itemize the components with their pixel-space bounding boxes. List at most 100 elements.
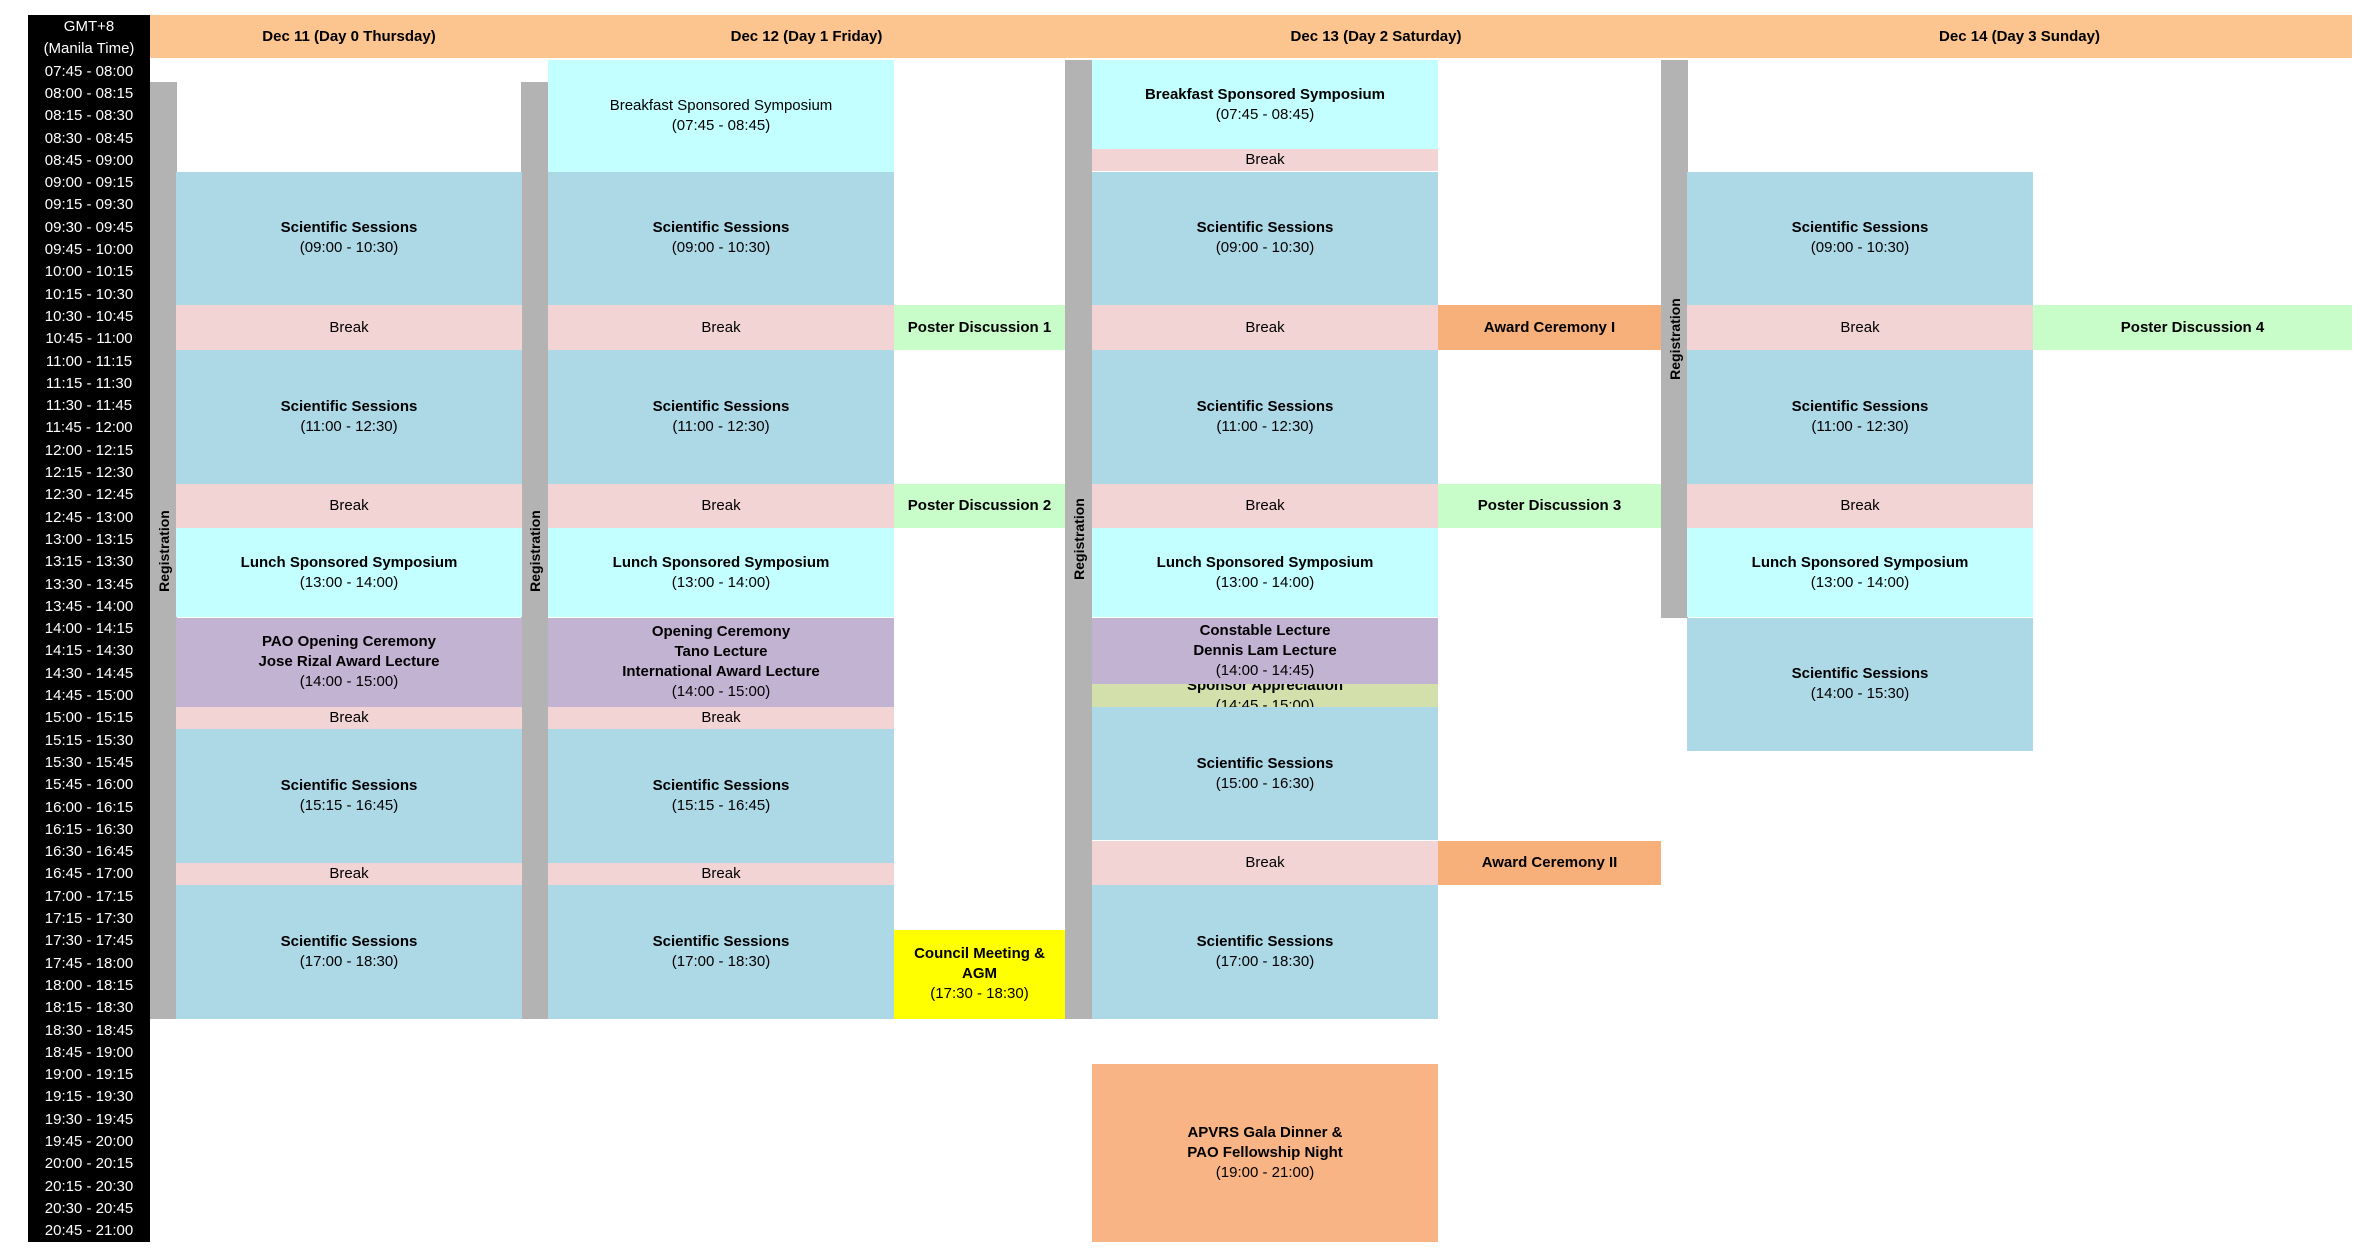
- break-block: Break: [176, 862, 522, 886]
- time-slot: 15:00 - 15:15: [44, 709, 134, 727]
- session-block: Scientific Sessions (17:00 - 18:30): [1092, 885, 1438, 1019]
- time-slot: 13:45 - 14:00: [44, 597, 134, 615]
- session-block: Scientific Sessions(14:00 - 15:30): [1687, 617, 2033, 752]
- council-block: Council Meeting & AGM(17:30 - 18:30): [894, 929, 1065, 1019]
- event-time: (11:00 - 12:30): [1216, 417, 1314, 435]
- time-slot: 14:15 - 14:30: [44, 642, 134, 660]
- break-block: Break: [176, 483, 522, 529]
- time-slot: 07:45 - 08:00: [44, 62, 134, 80]
- break-block: Break: [1687, 483, 2033, 529]
- time-slot: 17:15 - 17:30: [44, 910, 134, 928]
- event-title: Scientific Sessions: [280, 776, 418, 794]
- event-time: (14:45 - 15:00): [1215, 696, 1315, 707]
- session-block: Scientific Sessions (17:00 - 18:30): [176, 885, 522, 1019]
- event-time: (13:00 - 14:00): [299, 573, 399, 591]
- break-block: Break: [1092, 840, 1438, 886]
- registration-bar: Registration: [521, 82, 548, 1019]
- time-slot: 18:15 - 18:30: [44, 999, 134, 1017]
- time-slot: 14:45 - 15:00: [44, 687, 134, 705]
- event-time: (11:00 - 12:30): [300, 417, 398, 435]
- time-slot: 16:30 - 16:45: [44, 843, 134, 861]
- time-slot: 08:00 - 08:15: [44, 84, 134, 102]
- event-title: Breakfast Sponsored Symposium: [1144, 85, 1386, 103]
- event-title: Break: [329, 496, 369, 514]
- time-slot: 09:30 - 09:45: [44, 218, 134, 236]
- break-block: Break: [1092, 305, 1438, 350]
- session-block: Scientific Sessions(15:00 - 16:30): [1092, 706, 1438, 841]
- timezone-line2: (Manila Time): [43, 39, 135, 57]
- event-title: Break: [1245, 496, 1285, 514]
- time-slot: 14:30 - 14:45: [44, 664, 134, 682]
- event-title: Lunch Sponsored Symposium: [612, 553, 830, 571]
- event-title: Break: [329, 864, 369, 882]
- award-block: Award Ceremony I: [1438, 305, 1661, 350]
- event-title: Scientific Sessions: [652, 776, 790, 794]
- time-slot: 16:45 - 17:00: [44, 865, 134, 883]
- time-slot: 09:00 - 09:15: [44, 174, 134, 192]
- event-title: Scientific Sessions: [1791, 397, 1929, 415]
- time-slot: 12:00 - 12:15: [44, 441, 134, 459]
- event-time: (17:00 - 18:30): [1215, 952, 1315, 970]
- ceremony-block: Opening Ceremony Tano Lecture Internatio…: [548, 617, 894, 707]
- event-title: Poster Discussion 4: [2120, 318, 2265, 336]
- event-time: (09:00 - 10:30): [1215, 239, 1315, 257]
- time-slot: 08:15 - 08:30: [44, 107, 134, 125]
- time-slot: 15:45 - 16:00: [44, 776, 134, 794]
- event-time: (15:15 - 16:45): [299, 796, 399, 814]
- time-slot: 18:30 - 18:45: [44, 1021, 134, 1039]
- poster-block: Poster Discussion 1: [894, 305, 1065, 350]
- day-header-1: Dec 12 (Day 1 Friday): [548, 15, 1065, 58]
- event-time: (11:00 - 12:30): [1811, 417, 1909, 435]
- event-title: Award Ceremony II: [1481, 853, 1618, 871]
- event-title: Lunch Sponsored Symposium: [240, 553, 458, 571]
- event-title: Scientific Sessions: [1791, 219, 1929, 237]
- timezone-line1: GMT+8: [63, 17, 115, 35]
- time-slot: 19:45 - 20:00: [44, 1133, 134, 1151]
- break-block: Break: [548, 862, 894, 886]
- time-slot: 20:45 - 21:00: [44, 1222, 134, 1240]
- poster-block: Poster Discussion 2: [894, 483, 1065, 529]
- event-time: (13:00 - 14:00): [671, 573, 771, 591]
- time-slot: 12:30 - 12:45: [44, 486, 134, 504]
- time-slot: 11:15 - 11:30: [45, 374, 133, 392]
- time-slot: 15:30 - 15:45: [44, 753, 134, 771]
- time-slot: 19:15 - 19:30: [44, 1088, 134, 1106]
- time-slot: 13:00 - 13:15: [44, 530, 134, 548]
- time-slot: 08:30 - 08:45: [44, 129, 134, 147]
- time-slot: 08:45 - 09:00: [44, 151, 134, 169]
- session-block: Scientific Sessions (11:00 - 12:30): [1092, 349, 1438, 484]
- break-block: Break: [176, 305, 522, 350]
- event-title: Scientific Sessions: [280, 219, 418, 237]
- event-title: Sponsor Appreciation: [1186, 684, 1344, 694]
- event-title: Break: [701, 318, 741, 336]
- gala-block: APVRS Gala Dinner & PAO Fellowship Night…: [1092, 1063, 1438, 1242]
- event-title: Scientific Sessions: [280, 932, 418, 950]
- time-slot: 18:00 - 18:15: [44, 976, 134, 994]
- time-slot: 20:15 - 20:30: [44, 1177, 134, 1195]
- event-time: (09:00 - 10:30): [1810, 239, 1910, 257]
- session-block: Scientific Sessions(11:00 - 12:30): [548, 349, 894, 484]
- event-title: Opening Ceremony Tano Lecture Internatio…: [622, 623, 820, 681]
- event-title: Scientific Sessions: [1196, 397, 1334, 415]
- award-block: Award Ceremony II: [1438, 840, 1661, 886]
- event-title: Poster Discussion 2: [907, 496, 1052, 514]
- break-block: Break: [548, 706, 894, 729]
- registration-label: Registration: [1070, 498, 1087, 581]
- event-title: Scientific Sessions: [280, 397, 418, 415]
- break-block: Break: [1092, 149, 1438, 172]
- event-title: Break: [1245, 853, 1285, 871]
- sponsored-block: Breakfast Sponsored Symposium(07:45 - 08…: [1092, 60, 1438, 150]
- sponsored-block: Breakfast Sponsored Symposium(07:45 - 08…: [548, 60, 894, 172]
- registration-label: Registration: [526, 509, 543, 592]
- event-title: Breakfast Sponsored Symposium: [609, 96, 833, 114]
- ceremony-block: PAO Opening Ceremony Jose Rizal Award Le…: [176, 617, 522, 707]
- session-block: Scientific Sessions (15:15 - 16:45): [176, 729, 522, 863]
- registration-label: Registration: [155, 509, 172, 592]
- time-slot: 15:15 - 15:30: [44, 731, 134, 749]
- event-time: (17:00 - 18:30): [299, 952, 399, 970]
- day-header-3: Dec 14 (Day 3 Sunday): [1687, 15, 2352, 58]
- event-time: (14:00 - 15:00): [671, 683, 771, 701]
- event-title: Scientific Sessions: [1196, 932, 1334, 950]
- registration-bar: Registration: [150, 82, 177, 1019]
- event-time: (17:30 - 18:30): [930, 985, 1029, 1003]
